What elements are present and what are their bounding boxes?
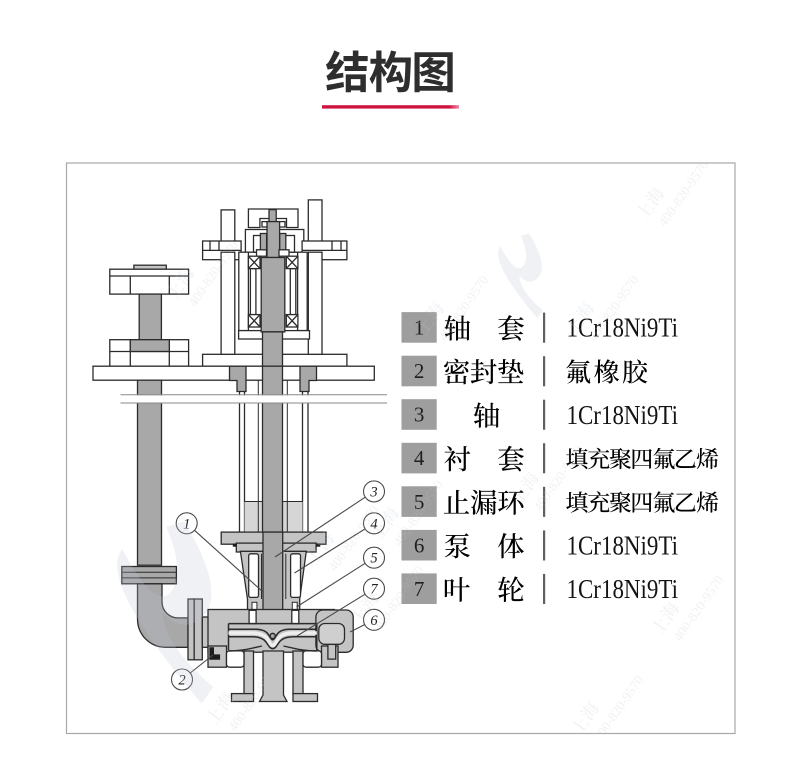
svg-text:5: 5 <box>370 551 377 567</box>
svg-text:4: 4 <box>414 446 425 470</box>
svg-text:1: 1 <box>183 516 190 532</box>
svg-text:6: 6 <box>414 533 425 557</box>
svg-text:5: 5 <box>414 490 425 514</box>
svg-text:1Cr18Ni9Ti: 1Cr18Ni9Ti <box>567 530 679 560</box>
svg-text:1Cr18Ni9Ti: 1Cr18Ni9Ti <box>567 574 679 604</box>
svg-text:7: 7 <box>414 577 425 601</box>
svg-text:3: 3 <box>414 403 425 427</box>
svg-text:3: 3 <box>369 484 377 500</box>
svg-text:1: 1 <box>414 316 425 340</box>
svg-text:1Cr18Ni9Ti: 1Cr18Ni9Ti <box>567 400 679 430</box>
svg-text:4: 4 <box>370 516 377 532</box>
svg-text:2: 2 <box>414 359 425 383</box>
svg-text:7: 7 <box>370 582 378 598</box>
svg-text:6: 6 <box>370 613 378 629</box>
svg-text:2: 2 <box>178 673 185 689</box>
